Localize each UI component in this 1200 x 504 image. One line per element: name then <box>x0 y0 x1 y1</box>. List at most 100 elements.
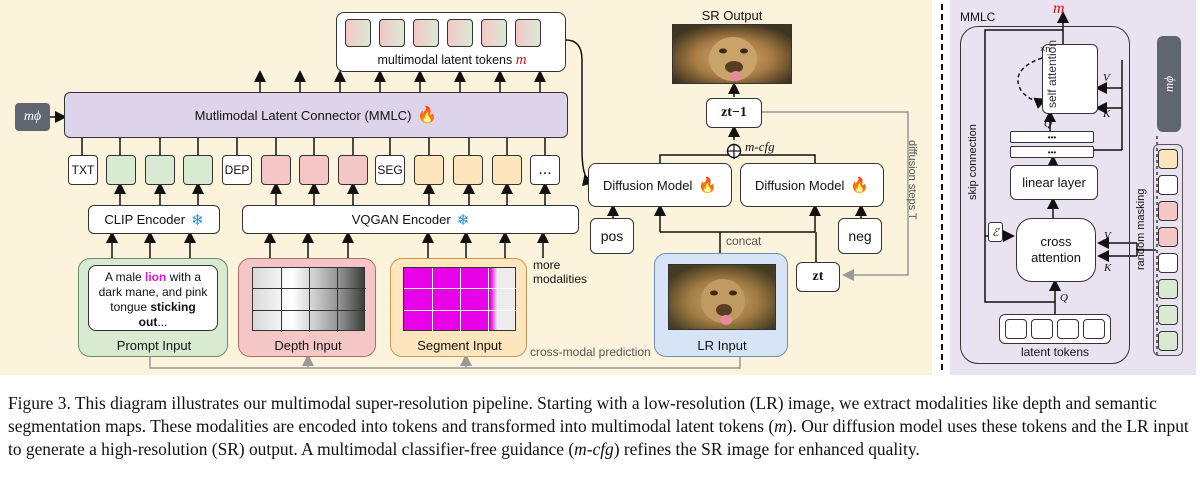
latent-token <box>447 19 473 47</box>
m-phi-detail-label: mϕ <box>1161 75 1176 93</box>
m-cfg-label: m-cfg <box>745 139 775 154</box>
z-t-minus-1-label: zt−1 <box>721 105 747 120</box>
prompt-text-box: A male lion with a dark mane, and pink t… <box>88 265 218 331</box>
seg-token: SEG <box>375 155 405 185</box>
depth-token <box>1158 227 1178 247</box>
token-row: ••• <box>1010 146 1094 158</box>
pos-box: pos <box>590 218 634 254</box>
prompt-input-label: Prompt Input <box>116 337 192 353</box>
dep-token: DEP <box>222 155 252 185</box>
latent-token <box>1005 319 1027 339</box>
m-phi-column: mϕ <box>1157 36 1181 132</box>
sr-output-image <box>672 24 792 84</box>
z-t-minus-1-box: zt−1 <box>706 98 762 128</box>
latent-tokens-caption: multimodal latent tokens m <box>337 51 567 69</box>
sa-q-label: Q <box>1044 118 1052 130</box>
prompt-text-b: with a dark mane, and pink tongue <box>98 270 208 314</box>
ca-k-label: K <box>1104 262 1112 274</box>
modality-token-column <box>1153 144 1183 356</box>
pos-label: pos <box>600 228 624 244</box>
clip-token <box>106 155 136 185</box>
mmlc-output-symbol: m <box>1053 0 1065 17</box>
mmlc-label: Mutlimodal Latent Connector (MMLC) <box>194 107 412 123</box>
segment-token <box>453 155 483 185</box>
cross-attention-label: cross attention <box>1031 234 1081 265</box>
depth-input-label: Depth Input <box>274 337 342 353</box>
prompt-input-panel: A male lion with a dark mane, and pink t… <box>78 258 228 357</box>
dep-token-label: DEP <box>224 163 250 177</box>
random-masking-label: random masking <box>1135 188 1147 270</box>
figure-caption: Figure 3. This diagram illustrates our m… <box>8 392 1194 461</box>
linear-layer-label: linear layer <box>1022 175 1086 190</box>
prompt-text-a: A male <box>104 270 142 284</box>
latent-token <box>481 19 507 47</box>
diffusion-model-neg: Diffusion Model 🔥 <box>740 163 884 207</box>
segment-token <box>1158 149 1178 169</box>
m-phi-box: mϕ <box>15 103 50 131</box>
neg-box: neg <box>838 218 882 254</box>
clip-encoder: CLIP Encoder ❄ <box>88 205 220 234</box>
depth-token <box>299 155 329 185</box>
depth-token <box>1158 201 1178 221</box>
ca-v-label: V <box>1104 230 1111 242</box>
diffusion-model-pos: Diffusion Model 🔥 <box>588 163 732 207</box>
latent-token <box>1057 319 1079 339</box>
clip-token <box>1158 305 1178 325</box>
dots-label: ••• <box>1047 147 1057 157</box>
self-attention-block: self attention <box>1042 40 1098 114</box>
caption-text-3: ) refines the SR image for enhanced qual… <box>613 439 920 459</box>
xn-label: ×n <box>1040 44 1051 54</box>
latent-tokens-block <box>999 314 1111 344</box>
concat-label: concat <box>726 234 762 248</box>
caption-text-2: ). Our diffusion model uses these tokens… <box>8 416 1189 459</box>
more-modalities-label: more modalities <box>533 258 588 286</box>
latent-token <box>413 19 439 47</box>
mmlc-detail-title: MMLC <box>960 10 996 24</box>
depth-map-image <box>252 267 366 332</box>
txt-token: TXT <box>68 155 98 185</box>
seg-token-label: SEG <box>377 163 403 177</box>
vqgan-encoder-label: VQGAN Encoder <box>351 212 451 227</box>
masked-token <box>1158 175 1178 195</box>
clip-encoder-label: CLIP Encoder <box>104 212 186 227</box>
depth-token <box>261 155 291 185</box>
segment-token <box>414 155 444 185</box>
cross-attention-block: cross attention <box>1016 218 1096 282</box>
sa-k-label: K <box>1103 108 1111 120</box>
snowflake-icon: ❄ <box>456 211 470 229</box>
fire-icon: 🔥 <box>698 177 718 194</box>
panel-divider <box>941 4 943 370</box>
lion-sr-image <box>673 25 791 83</box>
segment-input-panel: Segment Input <box>390 258 527 357</box>
linear-layer: linear layer <box>1010 165 1098 200</box>
caption-m: m <box>774 416 787 436</box>
depth-token <box>338 155 368 185</box>
pos-encoding-box: ℰ <box>988 222 1003 242</box>
latent-token <box>345 19 371 47</box>
ca-q-label: Q <box>1060 292 1068 304</box>
neg-label: neg <box>848 228 872 244</box>
segment-input-label: Segment Input <box>417 337 502 353</box>
latent-tokens-detail-label: latent tokens <box>1020 345 1090 359</box>
lr-input-panel: LR Input <box>654 253 788 357</box>
prompt-text-d: ... <box>157 315 168 329</box>
diffusion-model-label: Diffusion Model <box>602 177 693 193</box>
dots-label: ••• <box>1047 132 1057 142</box>
caption-mcfg: m-cfg <box>574 439 614 459</box>
latent-token <box>1031 319 1053 339</box>
masked-token <box>1158 253 1178 273</box>
clip-token <box>1158 279 1178 299</box>
more-tokens: ... <box>530 155 560 185</box>
cross-modal-label: cross-modal prediction <box>530 345 651 359</box>
sa-v-label: V <box>1103 72 1110 84</box>
m-phi-label: mϕ <box>23 109 42 124</box>
latent-token <box>1083 319 1105 339</box>
txt-token-label: TXT <box>71 163 95 177</box>
latent-tokens-symbol: m <box>515 51 527 68</box>
lr-image <box>668 264 776 330</box>
latent-token <box>379 19 405 47</box>
clip-token <box>145 155 175 185</box>
pos-encoding-label: ℰ <box>992 226 999 239</box>
diffusion-steps-label: diffusion steps T <box>906 140 918 220</box>
diffusion-model-label: Diffusion Model <box>754 177 845 193</box>
